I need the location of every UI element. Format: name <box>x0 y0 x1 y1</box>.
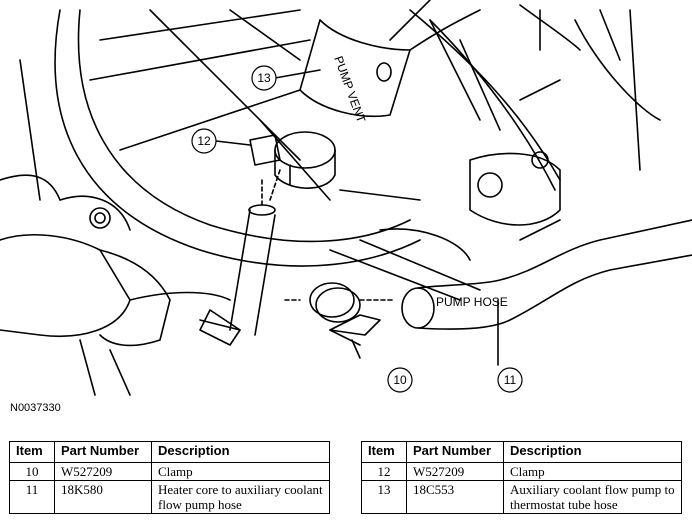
col-part-number: Part Number <box>406 441 504 463</box>
part-number-cell: W527209 <box>406 462 504 481</box>
callout-11: 11 <box>497 367 523 393</box>
col-item: Item <box>361 441 407 463</box>
col-item: Item <box>9 441 55 463</box>
item-cell: 13 <box>361 480 407 514</box>
pump-hose-label: PUMP HOSE <box>436 295 508 309</box>
table-row: 11 18K580 Heater core to auxiliary coola… <box>9 480 330 514</box>
part-number-cell: W527209 <box>54 462 152 481</box>
description-cell: Auxiliary coolant flow pump to thermosta… <box>503 480 682 514</box>
svg-text:10: 10 <box>393 373 407 387</box>
callout-12: 12 <box>191 128 217 154</box>
callout-10: 10 <box>387 367 413 393</box>
description-cell: Clamp <box>503 462 682 481</box>
svg-text:11: 11 <box>504 373 517 387</box>
left-component-drawing <box>0 207 241 396</box>
table-row: 13 18C553 Auxiliary coolant flow pump to… <box>361 480 682 514</box>
col-description: Description <box>151 441 330 463</box>
pump-vent-hose-drawing <box>299 0 581 118</box>
item-cell: 12 <box>361 462 407 481</box>
parts-table-left: Item Part Number Description 10 W527209 … <box>9 441 330 514</box>
svg-text:12: 12 <box>197 134 211 148</box>
clamp-12-drawing <box>249 131 336 189</box>
parts-table-right: Item Part Number Description 12 W527209 … <box>361 441 682 514</box>
col-part-number: Part Number <box>54 441 152 463</box>
part-number-cell: 18C553 <box>406 480 504 514</box>
part-number-cell: 18K580 <box>54 480 152 514</box>
description-cell: Clamp <box>151 462 330 481</box>
col-description: Description <box>503 441 682 463</box>
pipe-drawing <box>199 169 281 346</box>
fan-shroud-drawing <box>0 9 661 267</box>
svg-text:13: 13 <box>257 71 271 85</box>
pump-hose-drawing <box>401 219 692 330</box>
item-cell: 10 <box>9 462 55 481</box>
pump-body-drawing <box>329 151 561 301</box>
table-row: 10 W527209 Clamp <box>9 462 330 481</box>
table-row: 12 W527209 Clamp <box>361 462 682 481</box>
parts-illustration: PUMP VENT PUMP HOSE 13 12 10 11 <box>0 0 692 396</box>
figure-id: N0037330 <box>10 402 61 414</box>
description-cell: Heater core to auxiliary coolant flow pu… <box>151 480 330 514</box>
callout-13: 13 <box>251 65 277 91</box>
clamp-10-drawing <box>284 282 396 346</box>
item-cell: 11 <box>9 480 55 514</box>
